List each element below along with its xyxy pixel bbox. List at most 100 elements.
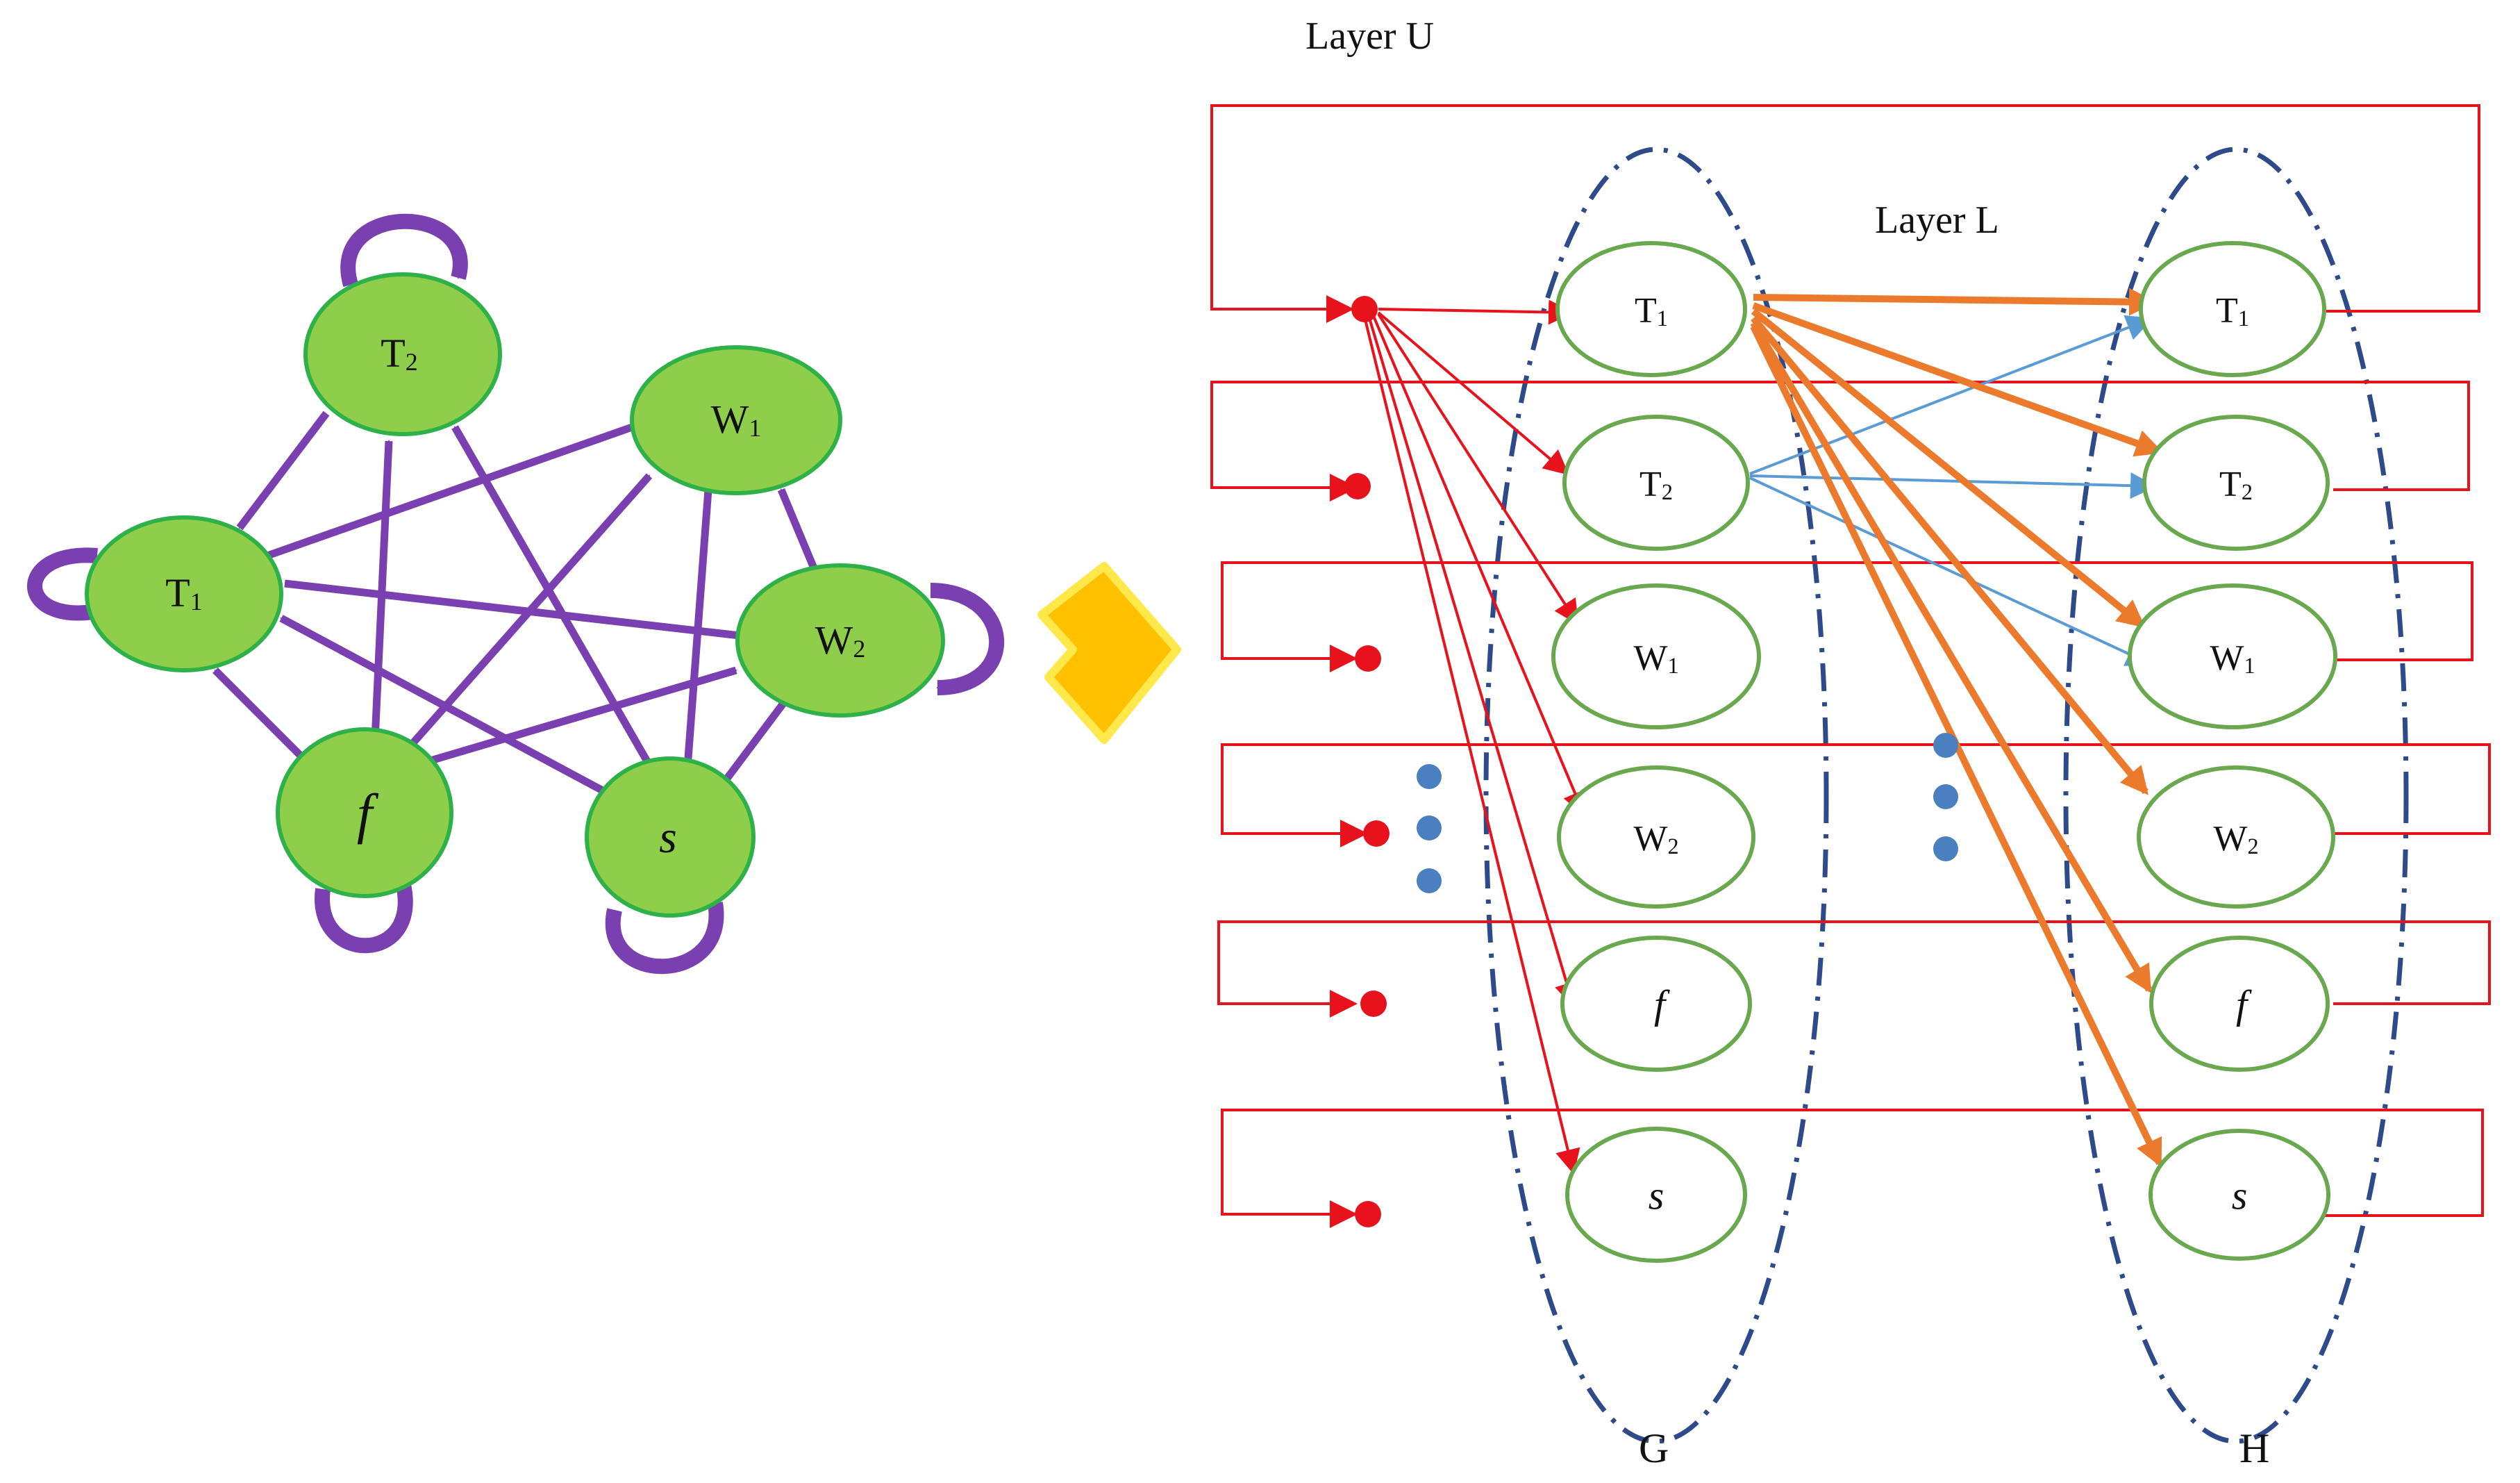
junction-1: [1351, 296, 1378, 322]
orange-t1-to-h-w2: [1751, 315, 2148, 795]
fan-to-g-t2: [1377, 311, 1569, 475]
loop-arrowheads: [1326, 295, 1368, 1228]
group-g-nodes: [1551, 241, 1761, 1263]
h-label-t1: T1: [2216, 291, 2249, 331]
orange-t1-to-h-t2: [1752, 302, 2164, 457]
h-label-t2: T2: [2219, 465, 2253, 504]
layer-l-title: Layer L: [1875, 199, 1999, 242]
orange-t1-to-h-t1: [1753, 288, 2157, 316]
left-node-w1: [630, 345, 842, 495]
left-node-s: [585, 756, 756, 918]
group-h-nodes: [2128, 241, 2337, 1261]
left-node-f: [276, 727, 453, 898]
ellipsis-dot-g-1: [1417, 764, 1442, 789]
left-label-w1: W1: [711, 397, 762, 442]
ellipsis-dot-m-2: [1933, 784, 1958, 809]
g-label-w2: W2: [1633, 819, 1678, 859]
left-node-t2: [303, 272, 502, 436]
orange-t1-to-h-f: [1750, 321, 2153, 994]
h-label-w1: W1: [2210, 638, 2255, 678]
left-network: T2 W1 T1 W2 f s: [27, 213, 1004, 975]
ellipsis-dot-g-2: [1417, 815, 1442, 840]
loop-row-1: [1210, 104, 2480, 313]
edge-w2-w1: [777, 488, 820, 575]
left-label-t2: T2: [381, 331, 417, 376]
self-loop-f: [315, 880, 413, 954]
g-node-w1: [1551, 583, 1761, 729]
loop-row-3: [1221, 561, 2473, 661]
loop-row-4: [1221, 743, 2491, 835]
junction-3: [1355, 645, 1381, 672]
h-node-s: [2148, 1129, 2330, 1261]
edge-t1-f: [212, 668, 308, 763]
fan-to-g-t1: [1378, 299, 1574, 325]
g-node-f: [1560, 936, 1752, 1072]
g-label-w1: W1: [1633, 638, 1678, 678]
loop-arrowhead-3: [1330, 645, 1358, 672]
edge-t2-t1: [236, 411, 330, 531]
g-label-t2: T2: [1639, 465, 1673, 504]
h-node-t2: [2142, 415, 2330, 551]
input-fanout: [1364, 299, 1587, 1175]
self-loop-s: [605, 902, 724, 975]
left-nodes: [85, 272, 945, 918]
group-g-label: G: [1639, 1425, 1669, 1471]
group-g-labels: T1 T2 W1 W2 f s: [1633, 291, 1678, 1218]
fan-to-g-w1: [1377, 313, 1579, 626]
loop-arrowhead-5: [1330, 990, 1358, 1018]
h-node-f: [2149, 936, 2330, 1072]
h-label-w2: W2: [2213, 819, 2258, 859]
orange-t1-to-h-w1: [1751, 308, 2146, 628]
group-outlines: [1483, 147, 2409, 1444]
h-label-s: s: [2232, 1173, 2248, 1218]
ellipsis-dot-m-3: [1933, 836, 1958, 861]
junction-2: [1344, 473, 1371, 499]
loop-row-5: [1217, 920, 2491, 1005]
fan-to-g-s: [1364, 319, 1580, 1175]
self-loop-w2: [930, 583, 1004, 695]
left-node-w2: [735, 563, 945, 718]
left-label-t1: T1: [165, 570, 202, 615]
fan-to-g-f: [1368, 317, 1579, 1008]
junction-6: [1355, 1201, 1381, 1227]
h-node-t1: [2139, 241, 2326, 377]
self-loops: [27, 213, 1004, 975]
layer-u-title: Layer U: [1305, 15, 1434, 58]
self-loop-t1: [27, 547, 99, 621]
loop-arrowhead-2: [1330, 474, 1358, 502]
group-g-outline: [1483, 147, 1829, 1444]
loop-arrowhead-4: [1340, 820, 1368, 847]
loop-arrowhead-6: [1330, 1200, 1358, 1228]
loop-junctions: [1344, 296, 1390, 1227]
fan-to-g-w2: [1372, 315, 1587, 817]
ellipsis-dots: [1417, 733, 1958, 893]
edge-w1-s: [683, 488, 712, 769]
junction-4: [1363, 820, 1390, 847]
h-node-w1: [2128, 583, 2337, 729]
h-node-w2: [2137, 765, 2335, 909]
left-edges: [212, 411, 820, 802]
g-label-t1: T1: [1635, 291, 1668, 331]
blue-t2-to-h-t1: [1749, 315, 2153, 475]
group-h-outline: [2063, 147, 2409, 1444]
junction-5: [1360, 991, 1387, 1017]
group-h-label: H: [2239, 1425, 2269, 1471]
ellipsis-dot-m-1: [1933, 733, 1958, 758]
g-node-t2: [1562, 415, 1750, 551]
ellipsis-dot-g-3: [1417, 868, 1442, 893]
transform-arrow-icon: [1037, 562, 1181, 744]
loop-arrowhead-1: [1326, 295, 1354, 323]
blue-edges: [1749, 315, 2157, 666]
group-h-labels: T1 T2 W1 W2 f s: [2210, 291, 2258, 1218]
g-node-w2: [1557, 765, 1755, 909]
g-node-s: [1565, 1127, 1747, 1263]
left-node-t1: [85, 515, 283, 672]
left-label-w2: W2: [815, 618, 866, 663]
left-label-s: s: [659, 812, 677, 863]
g-label-s: s: [1649, 1173, 1664, 1218]
blue-t2-to-h-t2: [1749, 472, 2157, 499]
self-loop-t2: [340, 213, 468, 288]
right-diagram: Layer U Layer L: [1210, 15, 2491, 1471]
edge-w2-s: [719, 699, 788, 788]
